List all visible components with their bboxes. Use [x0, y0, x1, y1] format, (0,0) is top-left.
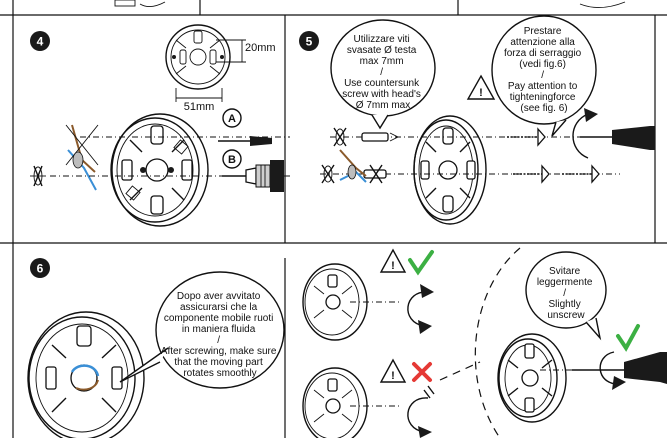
warning-icon: !	[379, 358, 407, 383]
option-a-label: A	[228, 113, 236, 125]
step-5-number: 5	[306, 35, 313, 49]
svg-text:!: !	[479, 87, 483, 99]
warning-icon: !	[379, 248, 407, 273]
dowel-icon	[321, 127, 400, 184]
screwdriver-icon	[580, 126, 655, 150]
drill-icon	[222, 160, 284, 192]
screwdriver-icon	[572, 352, 667, 384]
step-5-badge: 5	[299, 31, 319, 51]
bubble-unscrew-text: Svitare leggermente / Slightly unscrew	[537, 266, 595, 321]
check-icon	[408, 250, 434, 276]
bubble-unscrew: Svitare leggermente / Slightly unscrew	[525, 251, 607, 341]
svg-text:!: !	[391, 370, 395, 382]
dim-width-label: 51mm	[184, 101, 215, 113]
svg-text:!: !	[391, 260, 395, 272]
step-6-badge: 6	[30, 258, 50, 278]
bubble-rotate-text: Dopo aver avvitato assicurarsi che la co…	[161, 291, 279, 379]
rotation-arrow-icon	[407, 385, 435, 438]
option-b: B	[222, 149, 284, 192]
base-zoom-view	[497, 333, 610, 423]
bubble-screws-text: Utilizzare viti svasate Ø testa max 7mm …	[342, 34, 423, 111]
zoom-outline	[474, 247, 521, 438]
dim-height-label: 20mm	[245, 42, 276, 54]
cable-wires	[65, 124, 99, 191]
step-5-panel: 5 Utilizzare viti svasate Ø testa max 7m…	[299, 15, 655, 225]
cross-icon	[412, 362, 432, 382]
rotation-arrow-icon	[572, 108, 598, 159]
screwdriver-icon	[218, 136, 272, 146]
base-wrong-example	[302, 367, 400, 438]
step-4-panel: 4 20mm 51mm	[30, 24, 290, 227]
rotation-arrow-icon	[599, 351, 626, 390]
base-perspective-view-step5	[413, 115, 487, 225]
step-4-badge: 4	[30, 31, 50, 51]
bubble-rotate: Dopo aver avvitato assicurarsi che la co…	[119, 271, 285, 389]
cable-wires-step5	[339, 149, 367, 183]
step-4-number: 4	[37, 35, 44, 49]
base-top-view: 20mm 51mm	[165, 24, 276, 113]
screw-icon	[507, 127, 600, 184]
dowel-icon	[30, 165, 46, 187]
warning-icon: !	[466, 74, 496, 100]
rotation-arrow-icon	[407, 284, 434, 334]
base-perspective-view-step6	[27, 311, 145, 438]
bubble-screws: Utilizzare viti svasate Ø testa max 7mm …	[330, 19, 436, 130]
bubble-force-text: Prestare attenzione alla forza di serrag…	[504, 26, 584, 114]
option-a: A	[218, 108, 272, 146]
option-b-label: B	[228, 154, 236, 166]
bubble-force: Prestare attenzione alla forza di serrag…	[491, 15, 597, 137]
base-perspective-view	[110, 113, 209, 227]
step-6-number: 6	[37, 262, 44, 276]
step-6-panel: 6 Dopo aver avvitato assicurarsi che la …	[27, 247, 667, 438]
base-correct-example	[302, 263, 400, 341]
check-icon	[616, 324, 640, 352]
